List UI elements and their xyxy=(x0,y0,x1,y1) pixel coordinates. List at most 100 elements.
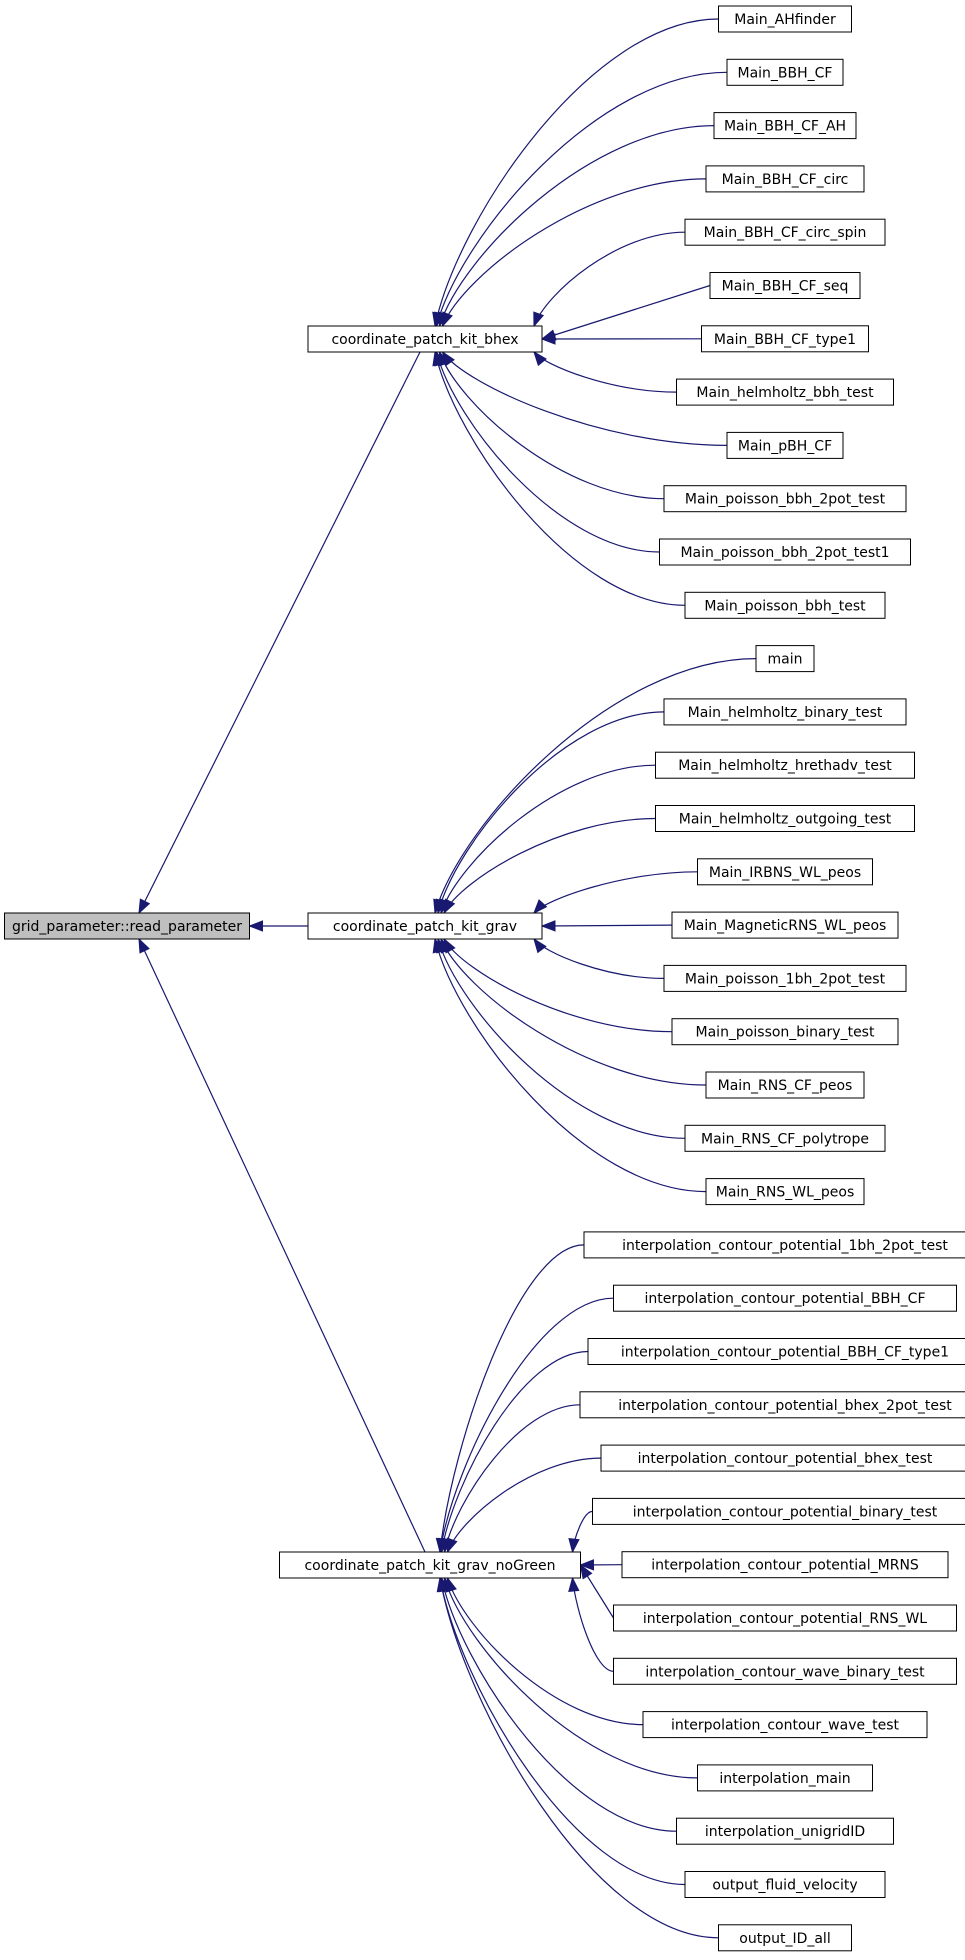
edge-coordinate-patch-kit-grav-to-root-arrowhead xyxy=(248,920,263,932)
edge-coordinate-patch-kit-grav-to-root xyxy=(248,920,308,932)
edge-coordinate-patch-kit-grav-nogreen-to-root-arrowhead xyxy=(138,937,150,954)
edge-interpolation-main-to-coordinate-patch-kit-grav-nogreen-line xyxy=(443,1577,698,1779)
node-main-bbh-cf-seq[interactable]: Main_BBH_CF_seq xyxy=(709,272,861,299)
node-main-helmholtz-outgoing-test-label: Main_helmholtz_outgoing_test xyxy=(679,812,892,828)
node-main-bbh-cf-ah-box xyxy=(713,112,857,140)
node-main-poisson-bbh-2pot-test1-label: Main_poisson_bbh_2pot_test1 xyxy=(680,545,889,561)
node-interpolation-contour-potential-bbh-cf[interactable]: interpolation_contour_potential_BBH_CF xyxy=(613,1284,957,1312)
node-interpolation-contour-potential-mrns-box xyxy=(621,1551,949,1579)
node-interpolation-unigridid[interactable]: interpolation_unigridID xyxy=(676,1817,894,1845)
edge-interpolation-contour-potential-bbh-cf-to-coordinate-patch-kit-grav-nogreen-line xyxy=(439,1297,614,1553)
edge-output-id-all-to-coordinate-patch-kit-grav-nogreen xyxy=(436,1576,719,1939)
node-coordinate-patch-kit-grav-nogreen-box xyxy=(279,1551,581,1579)
node-interpolation-contour-potential-1bh-2pot-test[interactable]: interpolation_contour_potential_1bh_2pot… xyxy=(583,1231,965,1259)
node-coordinate-patch-kit-bhex-box xyxy=(307,325,543,353)
edge-interpolation-contour-potential-bbh-cf-type1-to-coordinate-patch-kit-grav-nogreen xyxy=(438,1350,589,1554)
edge-main-helmholtz-binary-test-to-coordinate-patch-kit-grav xyxy=(435,711,665,915)
edge-main-ahfinder-to-coordinate-patch-kit-bhex-line xyxy=(434,18,719,327)
node-interpolation-contour-potential-bbh-cf-type1[interactable]: interpolation_contour_potential_BBH_CF_t… xyxy=(587,1338,965,1365)
node-main-pbh-cf[interactable]: Main_pBH_CF xyxy=(726,431,844,459)
node-main-bbh-cf-circ[interactable]: Main_BBH_CF_circ xyxy=(705,165,865,193)
node-interpolation-contour-potential-bbh-cf-type1-label: interpolation_contour_potential_BBH_CF_t… xyxy=(621,1345,949,1361)
node-interpolation-unigridid-box xyxy=(676,1817,894,1845)
node-main-bbh-cf-circ-box xyxy=(705,165,865,193)
node-main-rns-cf-polytrope-box xyxy=(684,1124,886,1152)
node-interpolation-contour-potential-rns-wl[interactable]: interpolation_contour_potential_RNS_WL xyxy=(613,1604,957,1632)
node-main-helmholtz-hrethadv-test[interactable]: Main_helmholtz_hrethadv_test xyxy=(655,751,915,779)
node-main[interactable]: main xyxy=(755,645,815,673)
edge-output-id-all-to-coordinate-patch-kit-grav-nogreen-line xyxy=(439,1577,719,1939)
node-output-fluid-velocity-box xyxy=(684,1871,886,1898)
node-main-bbh-cf-type1-label: Main_BBH_CF_type1 xyxy=(714,332,856,348)
node-interpolation-contour-wave-binary-test[interactable]: interpolation_contour_wave_binary_test xyxy=(613,1657,957,1685)
node-coordinate-patch-kit-grav[interactable]: coordinate_patch_kit_grav xyxy=(307,912,543,940)
node-interpolation-contour-wave-binary-test-box xyxy=(613,1657,957,1685)
node-interpolation-contour-potential-bbh-cf-type1-box xyxy=(587,1338,965,1365)
edge-main-poisson-bbh-2pot-test1-to-coordinate-patch-kit-bhex-line xyxy=(435,351,660,553)
node-main-rns-cf-peos[interactable]: Main_RNS_CF_peos xyxy=(705,1071,865,1099)
node-output-id-all[interactable]: output_ID_all xyxy=(718,1924,852,1952)
node-main-ahfinder-box xyxy=(718,5,852,33)
edge-interpolation-contour-potential-rns-wl-to-coordinate-patch-kit-grav-nogreen-arrowhead xyxy=(579,1563,593,1580)
node-main-poisson-binary-test-box xyxy=(671,1018,899,1046)
node-main-bbh-cf-label: Main_BBH_CF xyxy=(738,65,833,81)
node-main-poisson-bbh-2pot-test[interactable]: Main_poisson_bbh_2pot_test xyxy=(663,485,907,513)
node-main-rns-cf-polytrope[interactable]: Main_RNS_CF_polytrope xyxy=(684,1124,886,1152)
node-interpolation-contour-potential-binary-test[interactable]: interpolation_contour_potential_binary_t… xyxy=(592,1497,965,1525)
edge-coordinate-patch-kit-grav-nogreen-to-root-line xyxy=(138,938,426,1553)
node-interpolation-main[interactable]: interpolation_main xyxy=(697,1764,873,1792)
node-main-poisson-binary-test[interactable]: Main_poisson_binary_test xyxy=(671,1018,899,1046)
edge-coordinate-patch-kit-bhex-to-root-arrowhead xyxy=(138,898,151,915)
edge-main-bbh-cf-seq-to-coordinate-patch-kit-bhex xyxy=(540,284,711,341)
node-coordinate-patch-kit-bhex[interactable]: coordinate_patch_kit_bhex xyxy=(307,325,543,353)
edge-main-helmholtz-bbh-test-to-coordinate-patch-kit-bhex xyxy=(533,350,677,393)
node-main-bbh-cf-seq-box xyxy=(709,272,861,299)
node-interpolation-contour-potential-bhex-2pot-test[interactable]: interpolation_contour_potential_bhex_2po… xyxy=(579,1391,965,1419)
node-main-helmholtz-outgoing-test[interactable]: Main_helmholtz_outgoing_test xyxy=(655,805,915,832)
node-main-pbh-cf-label: Main_pBH_CF xyxy=(738,438,832,454)
node-main-rns-wl-peos[interactable]: Main_RNS_WL_peos xyxy=(705,1178,865,1206)
node-interpolation-main-box xyxy=(697,1764,873,1792)
node-main-helmholtz-bbh-test[interactable]: Main_helmholtz_bbh_test xyxy=(676,378,894,406)
node-main-poisson-1bh-2pot-test[interactable]: Main_poisson_1bh_2pot_test xyxy=(663,964,907,992)
edge-main-poisson-binary-test-to-coordinate-patch-kit-grav-line xyxy=(443,938,673,1033)
node-output-id-all-label: output_ID_all xyxy=(739,1931,830,1947)
node-main-box xyxy=(755,645,815,673)
node-main-bbh-cf-circ-spin[interactable]: Main_BBH_CF_circ_spin xyxy=(684,218,886,246)
edge-interpolation-contour-potential-binary-test-to-coordinate-patch-kit-grav-nogreen xyxy=(568,1510,593,1554)
node-root-label: grid_parameter::read_parameter xyxy=(12,919,242,935)
node-main-helmholtz-binary-test-label: Main_helmholtz_binary_test xyxy=(688,705,883,721)
edge-interpolation-contour-potential-bbh-cf-type1-to-coordinate-patch-kit-grav-nogreen-line xyxy=(440,1350,589,1553)
node-main-poisson-bbh-2pot-test1-box xyxy=(659,538,911,566)
node-main-magneticrns-wl-peos[interactable]: Main_MagneticRNS_WL_peos xyxy=(671,911,899,939)
node-main-poisson-bbh-2pot-test1[interactable]: Main_poisson_bbh_2pot_test1 xyxy=(659,538,911,566)
node-coordinate-patch-kit-grav-nogreen[interactable]: coordinate_patch_kit_grav_noGreen xyxy=(279,1551,581,1579)
node-interpolation-contour-wave-test[interactable]: interpolation_contour_wave_test xyxy=(642,1711,928,1739)
node-main-bbh-cf-type1[interactable]: Main_BBH_CF_type1 xyxy=(701,325,869,353)
edge-main-poisson-bbh-2pot-test-to-coordinate-patch-kit-bhex-line xyxy=(438,351,665,500)
node-main-helmholtz-binary-test[interactable]: Main_helmholtz_binary_test xyxy=(663,698,907,726)
node-main-bbh-cf-ah[interactable]: Main_BBH_CF_AH xyxy=(713,112,857,140)
node-main-ahfinder[interactable]: Main_AHfinder xyxy=(718,5,852,33)
edge-main-helmholtz-bbh-test-to-coordinate-patch-kit-bhex-arrowhead xyxy=(533,350,547,367)
node-main-magneticrns-wl-peos-box xyxy=(671,911,899,939)
node-coordinate-patch-kit-grav-box xyxy=(307,912,543,940)
node-root[interactable]: grid_parameter::read_parameter xyxy=(4,912,250,940)
node-interpolation-contour-potential-bhex-test[interactable]: interpolation_contour_potential_bhex_tes… xyxy=(600,1444,965,1472)
edge-main-helmholtz-binary-test-to-coordinate-patch-kit-grav-line xyxy=(437,711,665,914)
edge-interpolation-contour-potential-1bh-2pot-test-to-coordinate-patch-kit-grav-nogreen-line xyxy=(439,1244,585,1553)
node-main-irbns-wl-peos[interactable]: Main_IRBNS_WL_peos xyxy=(697,858,873,886)
node-main-poisson-bbh-test[interactable]: Main_poisson_bbh_test xyxy=(684,591,886,619)
edge-interpolation-contour-potential-bhex-test-to-coordinate-patch-kit-grav-nogreen-arrowhead xyxy=(446,1537,458,1554)
node-main-bbh-cf[interactable]: Main_BBH_CF xyxy=(726,58,844,86)
edge-main-poisson-bbh-test-to-coordinate-patch-kit-bhex-arrowhead xyxy=(432,350,444,367)
node-interpolation-contour-potential-mrns[interactable]: interpolation_contour_potential_MRNS xyxy=(621,1551,949,1579)
edge-main-magneticrns-wl-peos-to-coordinate-patch-kit-grav-arrowhead xyxy=(540,920,556,932)
edge-interpolation-contour-potential-rns-wl-to-coordinate-patch-kit-grav-nogreen xyxy=(579,1563,615,1619)
node-main-bbh-cf-seq-label: Main_BBH_CF_seq xyxy=(722,279,849,295)
node-output-fluid-velocity[interactable]: output_fluid_velocity xyxy=(684,1871,886,1898)
edges-layer xyxy=(138,18,757,1939)
edge-main-bbh-cf-type1-to-coordinate-patch-kit-bhex xyxy=(540,333,702,345)
edge-main-irbns-wl-peos-to-coordinate-patch-kit-grav xyxy=(533,871,698,915)
